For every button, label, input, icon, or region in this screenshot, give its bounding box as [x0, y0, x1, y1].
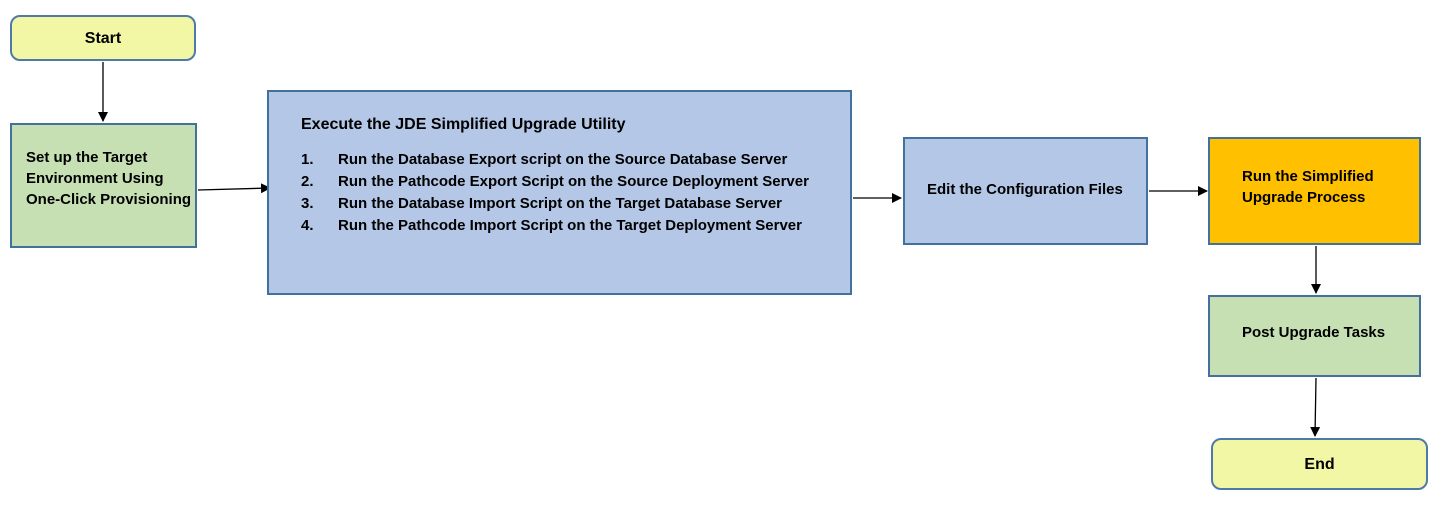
upgrade-utility-node: Execute the JDE Simplified Upgrade Utili… — [267, 90, 852, 295]
post-upgrade-label: Post Upgrade Tasks — [1242, 324, 1386, 341]
start-node: Start — [10, 15, 196, 61]
step-number: 2. — [301, 173, 314, 190]
step-text: Run the Database Import Script on the Ta… — [338, 195, 783, 212]
step-text: Run the Pathcode Export Script on the So… — [338, 173, 809, 190]
step-text: Run the Pathcode Import Script on the Ta… — [338, 217, 802, 234]
run-process-line-2: Upgrade Process — [1242, 189, 1366, 206]
end-label: End — [1304, 455, 1335, 473]
start-label: Start — [84, 29, 122, 47]
run-process-line-1: Run the Simplified — [1242, 168, 1374, 185]
upgrade-step: 2. Run the Pathcode Export Script on the… — [301, 171, 850, 193]
arrow-post-to-end — [1310, 377, 1321, 437]
setup-line-2: Environment Using — [26, 170, 164, 187]
setup-target-node: Set up the Target Environment Using One-… — [10, 123, 197, 248]
upgrade-utility-title: Execute the JDE Simplified Upgrade Utili… — [301, 116, 626, 133]
setup-line-1: Set up the Target — [26, 149, 148, 166]
arrow-setup-to-upgrade — [197, 183, 271, 194]
step-number: 4. — [301, 217, 314, 234]
post-upgrade-tasks-node: Post Upgrade Tasks — [1208, 295, 1421, 377]
upgrade-step: 3. Run the Database Import Script on the… — [301, 193, 850, 215]
setup-line-3: One-Click Provisioning — [26, 191, 192, 208]
end-node: End — [1211, 438, 1428, 490]
upgrade-step: 1. Run the Database Export script on the… — [301, 149, 850, 171]
upgrade-step-list: 1. Run the Database Export script on the… — [301, 149, 850, 237]
run-upgrade-process-node: Run the Simplified Upgrade Process — [1208, 137, 1421, 245]
step-text: Run the Database Export script on the So… — [338, 151, 788, 168]
step-number: 1. — [301, 151, 314, 168]
step-number: 3. — [301, 195, 314, 212]
upgrade-step: 4. Run the Pathcode Import Script on the… — [301, 215, 850, 237]
edit-config-label: Edit the Configuration Files — [927, 181, 1123, 198]
edit-config-node: Edit the Configuration Files — [903, 137, 1148, 245]
